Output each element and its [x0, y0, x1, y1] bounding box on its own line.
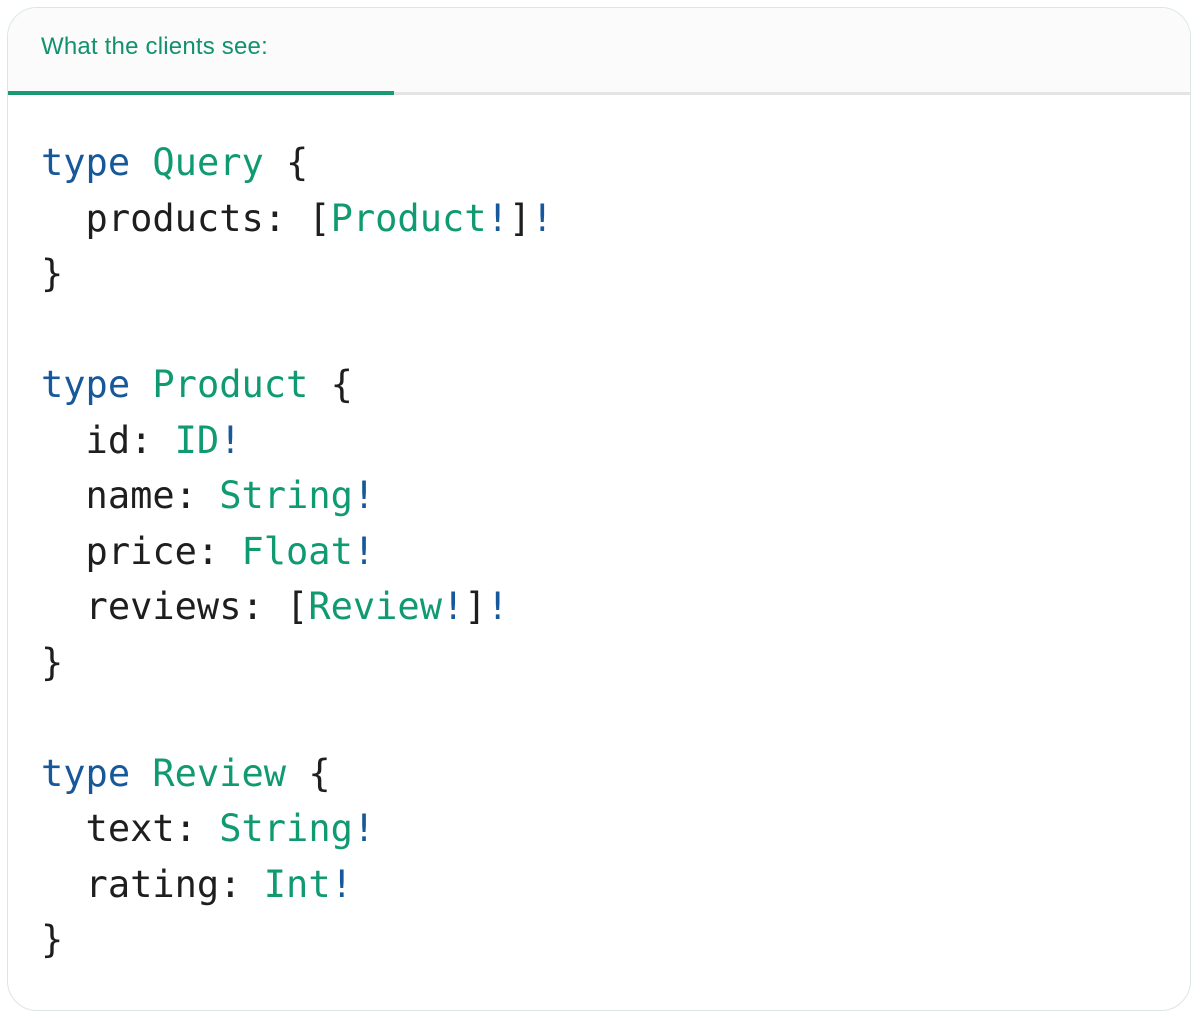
code-token-plain: rating:: [41, 862, 264, 906]
code-token-bang: !: [441, 585, 465, 628]
schema-card: What the clients see: type Query { produ…: [7, 7, 1191, 1011]
code-token-keyword: type: [41, 141, 131, 184]
code-token-plain: }: [41, 640, 64, 684]
code-token-plain: [130, 141, 152, 184]
code-block: type Query { products: [Product!]!} type…: [8, 95, 1190, 968]
code-token-bang: !: [531, 196, 554, 240]
code-line: }: [41, 635, 1190, 691]
code-token-typename: Review: [152, 751, 287, 795]
code-line: [41, 302, 1190, 358]
code-token-plain: id:: [41, 418, 175, 462]
code-line: }: [41, 246, 1190, 302]
code-token-plain: [130, 752, 152, 795]
code-line: text: String!: [41, 801, 1190, 857]
tab-active-indicator: [8, 91, 394, 95]
code-token-bang: !: [486, 196, 509, 240]
tab-clients-view[interactable]: What the clients see:: [41, 33, 268, 60]
code-token-typename: String: [219, 474, 353, 517]
code-line: reviews: [Review!]!: [41, 579, 1190, 635]
code-token-plain: {: [263, 141, 309, 184]
code-token-bang: !: [330, 862, 353, 906]
code-token-typename: ID: [174, 418, 220, 462]
code-token-bang: !: [352, 529, 376, 573]
code-token-keyword: type: [41, 751, 131, 795]
code-token-typename: Query: [152, 141, 264, 184]
code-line: type Review {: [41, 746, 1190, 802]
code-token-plain: }: [41, 918, 64, 961]
tab-bar: What the clients see:: [8, 8, 1190, 95]
code-line: products: [Product!]!: [41, 191, 1190, 247]
code-line: name: String!: [41, 468, 1190, 524]
code-line: type Query {: [41, 135, 1190, 191]
code-token-plain: ]: [464, 585, 487, 628]
code-line: id: ID!: [41, 413, 1190, 469]
code-token-typename: Review: [308, 585, 442, 628]
code-token-keyword: type: [41, 363, 131, 406]
code-token-plain: [130, 363, 152, 406]
code-token-typename: String: [219, 807, 353, 850]
code-token-plain: price:: [41, 529, 242, 573]
code-line: [41, 690, 1190, 746]
code-token-bang: !: [486, 585, 509, 628]
code-token-typename: Float: [241, 529, 353, 573]
code-line: type Product {: [41, 357, 1190, 413]
code-token-plain: {: [308, 363, 353, 406]
code-token-plain: text:: [41, 807, 220, 850]
code-token-typename: Product: [330, 196, 487, 240]
code-token-typename: Product: [152, 363, 309, 406]
code-token-bang: !: [352, 807, 376, 850]
code-token-plain: name:: [41, 474, 220, 517]
code-token-plain: }: [41, 252, 64, 295]
code-line: rating: Int!: [41, 857, 1190, 913]
code-token-plain: ]: [508, 196, 532, 240]
code-line: price: Float!: [41, 524, 1190, 580]
code-token-plain: reviews: [: [41, 585, 309, 628]
code-token-plain: {: [286, 751, 331, 795]
code-token-bang: !: [219, 418, 242, 462]
code-line: }: [41, 912, 1190, 968]
code-token-typename: Int: [263, 862, 331, 906]
code-token-plain: products: [: [41, 196, 331, 240]
code-token-bang: !: [352, 474, 376, 517]
tab-bar-divider: [8, 92, 1190, 95]
